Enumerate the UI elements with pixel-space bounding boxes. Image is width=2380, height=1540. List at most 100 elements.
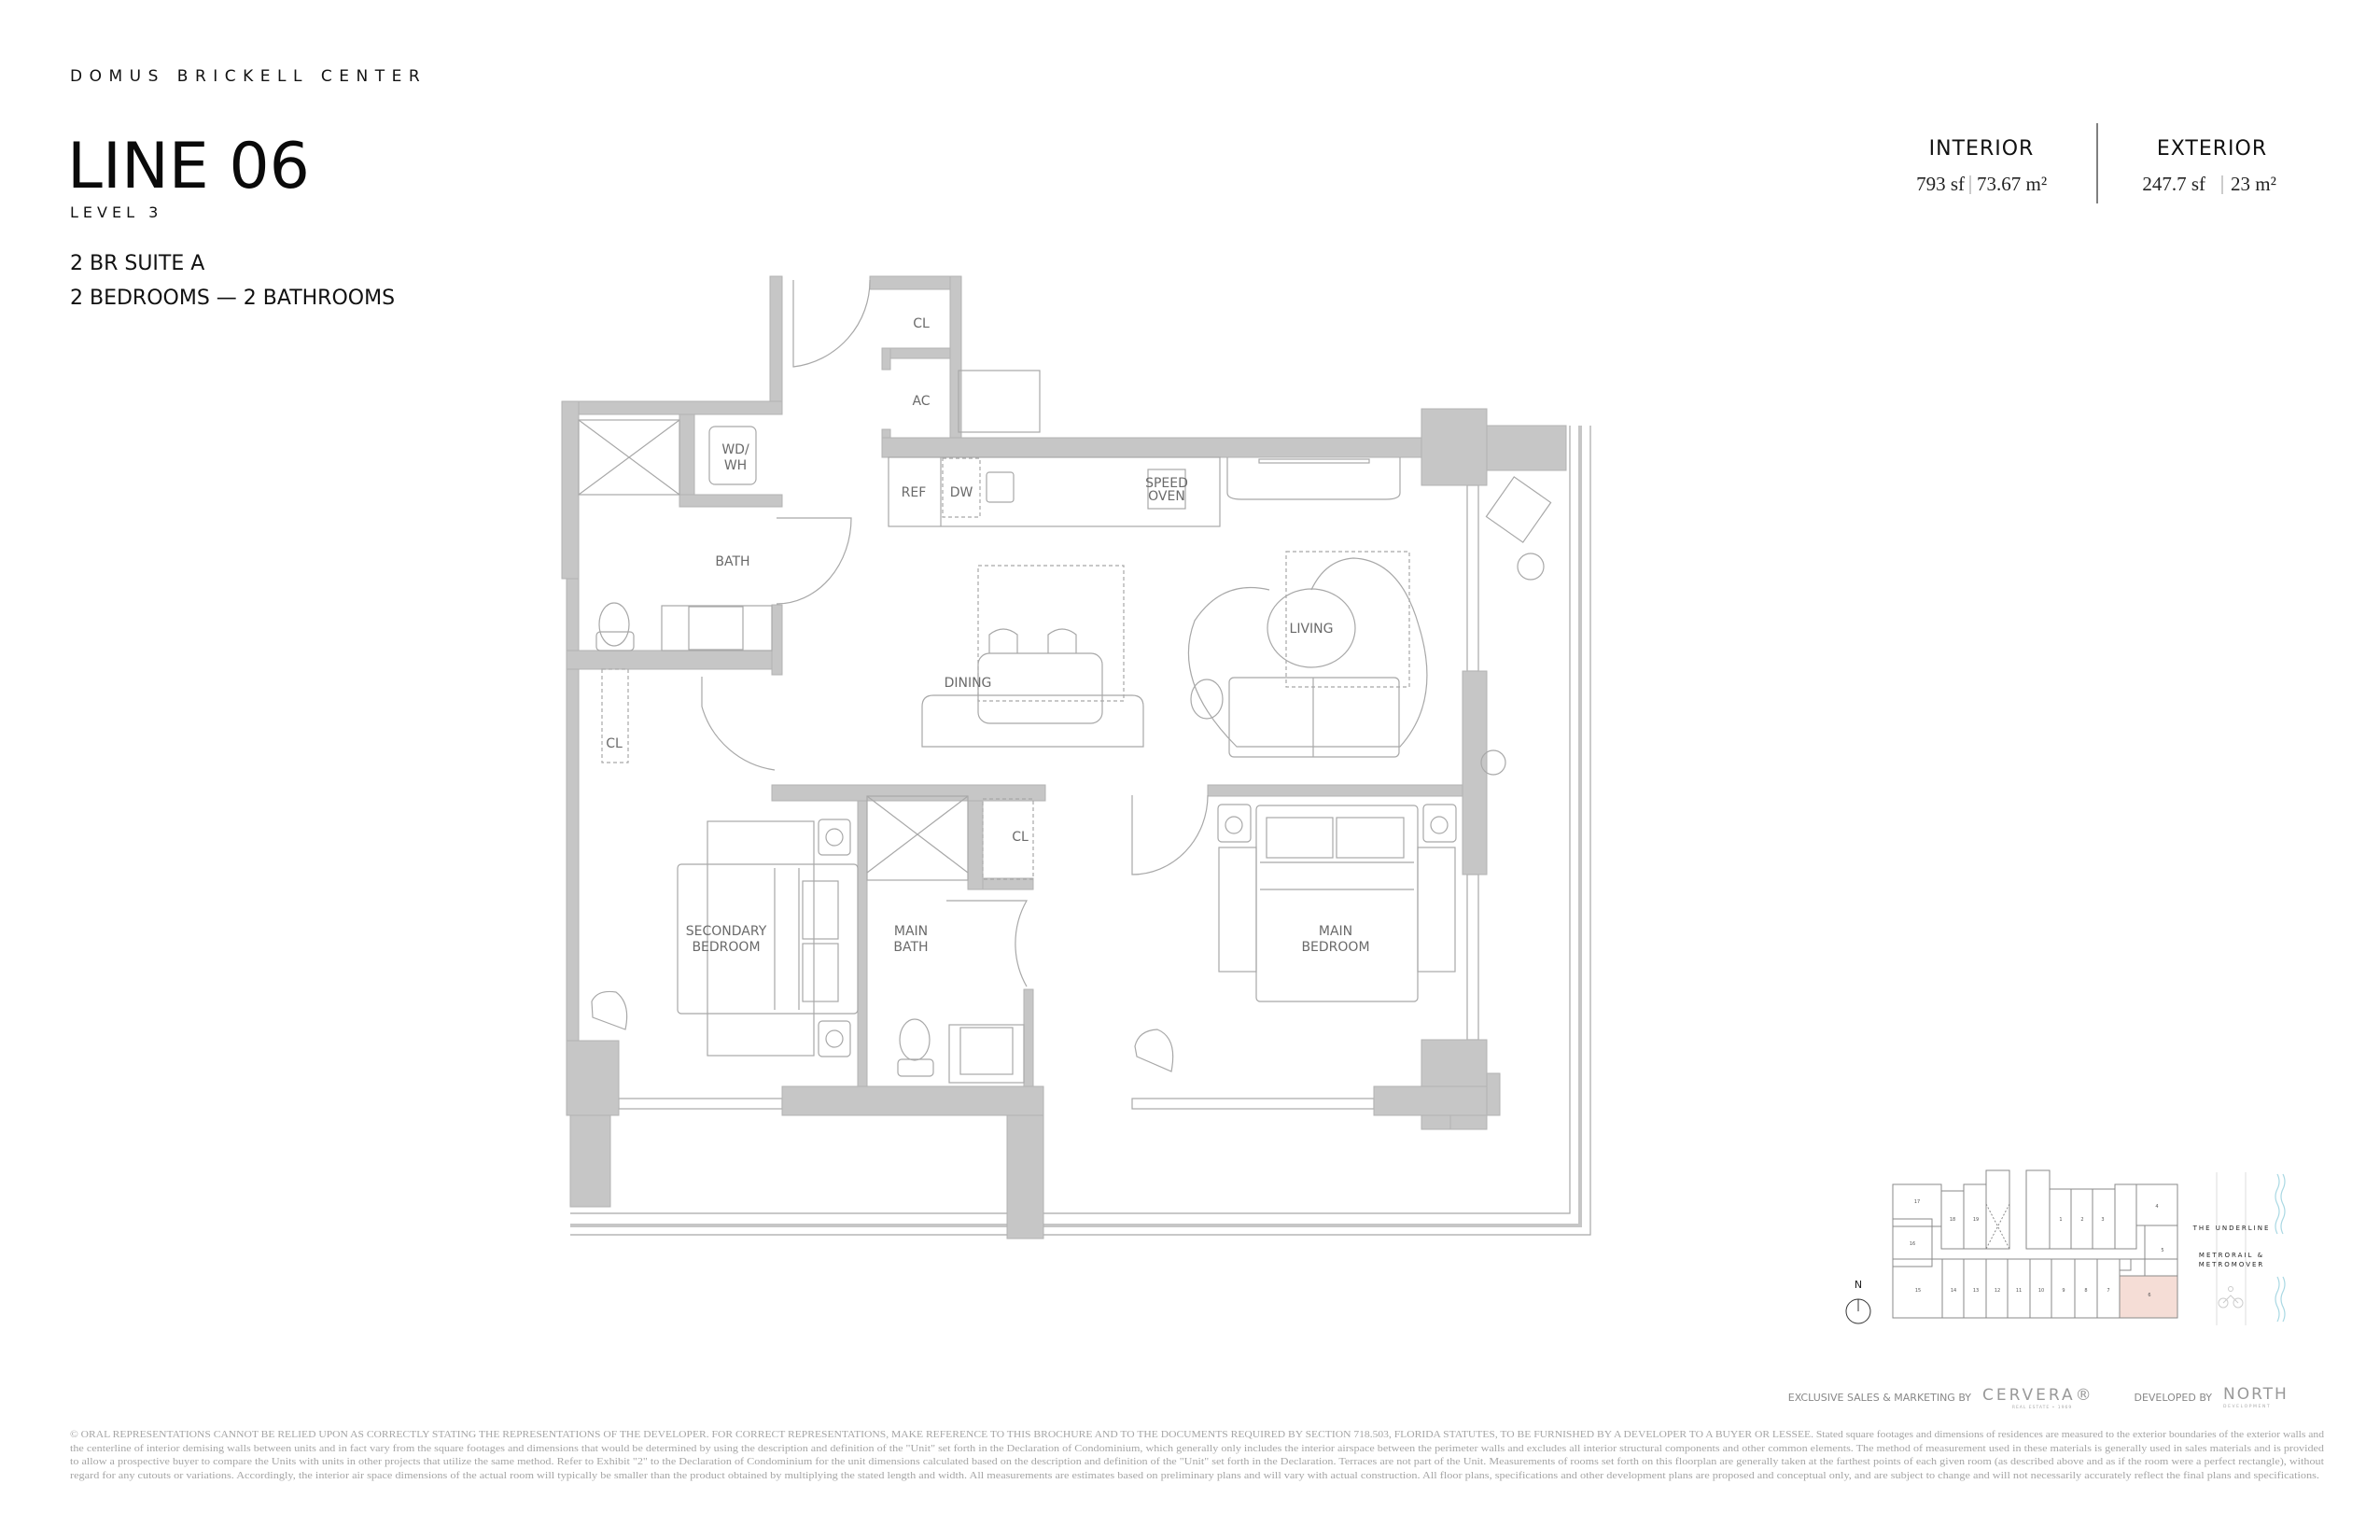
the-underline-label: THE UNDERLINE <box>2192 1225 2271 1232</box>
label-speed: SPEED <box>1145 476 1188 491</box>
exterior-sf: 247.7 sf <box>2142 173 2205 195</box>
side-table <box>1517 553 1545 581</box>
side-table <box>1190 679 1224 720</box>
exterior-label: EXTERIOR <box>2157 137 2267 161</box>
nightstand <box>1217 804 1252 843</box>
legal-disclaimer: © ORAL REPRESENTATIONS CANNOT BE RELIED … <box>70 1430 2325 1481</box>
living-rug <box>1285 551 1410 688</box>
interior-sf: 793 sf <box>1916 173 1965 195</box>
walls <box>561 275 1567 1239</box>
water-waves-icon <box>2275 1173 2286 1323</box>
unit-14: 14 <box>1951 1288 1956 1294</box>
metromover-label: METROMOVER <box>2199 1261 2265 1268</box>
label-ref: REF <box>902 485 927 500</box>
living-area-rug <box>1187 557 1428 748</box>
secondary-bed <box>677 863 859 1015</box>
label-oven: OVEN <box>1148 489 1185 504</box>
kitchen-counter <box>888 456 1221 527</box>
label-bedroom: BEDROOM <box>692 940 760 955</box>
label-dw: DW <box>950 485 973 500</box>
label-bath: BATH <box>715 554 749 569</box>
unit-15: 15 <box>1915 1288 1921 1294</box>
closet <box>601 668 629 763</box>
disclaimer-line: to allow a prospective buyer to compare … <box>70 1457 2324 1467</box>
unit-3: 3 <box>2101 1217 2104 1223</box>
north-arrow-icon <box>1845 1298 1871 1324</box>
doors <box>701 279 1209 987</box>
rug <box>1218 847 1257 973</box>
project-name: DOMUS BRICKELL CENTER <box>70 67 427 86</box>
unit-5: 5 <box>2161 1248 2163 1253</box>
unit-1: 1 <box>2059 1217 2062 1223</box>
label-closet: CL <box>606 736 623 751</box>
suite-name: 2 BR SUITE A <box>70 252 204 275</box>
armchair <box>1485 476 1552 543</box>
label-closet: CL <box>1012 830 1029 845</box>
floor-lamp <box>1480 749 1506 776</box>
disclaimer-line: the centerline of interior demising wall… <box>70 1444 2325 1454</box>
unit-8: 8 <box>2084 1288 2087 1294</box>
unit-11: 11 <box>2016 1288 2022 1294</box>
washer-dryer <box>708 426 757 485</box>
north-logo: NORTH <box>2223 1385 2289 1404</box>
unit-19: 19 <box>1973 1217 1979 1223</box>
label-bedroom: BEDROOM <box>1301 940 1369 955</box>
level-label: LEVEL 3 <box>70 203 162 221</box>
shower <box>578 419 680 496</box>
label-closet: CL <box>913 316 930 331</box>
label-main: MAIN <box>894 924 928 939</box>
unit-10: 10 <box>2038 1288 2044 1294</box>
label-wd: WD/ <box>721 442 749 457</box>
sales-label: EXCLUSIVE SALES & MARKETING BY <box>1788 1392 1972 1404</box>
exterior-m2: 23 m² <box>2231 173 2276 195</box>
label-dining: DINING <box>945 676 992 691</box>
bench <box>921 694 1144 748</box>
key-plan: N 17 16 18 <box>1845 1169 2286 1325</box>
north-logo-sub: DEVELOPMENT <box>2223 1404 2271 1409</box>
nightstand <box>818 819 851 856</box>
sofa <box>1228 677 1400 758</box>
cervera-logo: CERVERA® <box>1982 1386 2094 1405</box>
metrorail-label: METRORAIL & <box>2199 1252 2264 1259</box>
unit-4: 4 <box>2155 1204 2158 1210</box>
label-bath: BATH <box>893 940 928 955</box>
interior-m2: 73.67 m² <box>1977 173 2047 195</box>
unit-9: 9 <box>2062 1288 2065 1294</box>
label-secondary: SECONDARY <box>686 924 767 939</box>
nightstand <box>1422 804 1457 843</box>
accent-chair <box>591 990 628 1030</box>
interior-label: INTERIOR <box>1929 137 2035 161</box>
room-labels: CL AC WD/ WH BATH REF DW SPEED OVEN DINI… <box>606 316 1369 955</box>
cervera-logo-sub: REAL ESTATE • 1969 <box>2012 1405 2072 1410</box>
developer-label: DEVELOPED BY <box>2134 1392 2212 1404</box>
fixtures <box>578 370 1552 1084</box>
ac-unit <box>958 370 1041 433</box>
unit-12: 12 <box>1995 1288 2000 1294</box>
label-ac: AC <box>912 394 930 409</box>
balcony-railing <box>570 426 1591 1236</box>
label-main: MAIN <box>1319 924 1352 939</box>
dining-table <box>977 652 1103 724</box>
bed-bath-count: 2 BEDROOMS — 2 BATHROOMS <box>70 287 395 310</box>
label-living: LIVING <box>1290 622 1334 637</box>
vanity <box>948 1024 1025 1084</box>
speed-oven <box>1147 469 1186 510</box>
sink-icon <box>986 471 1015 503</box>
coffee-table <box>1267 588 1356 668</box>
rug <box>1417 847 1456 973</box>
floor-plan: CL AC WD/ WH BATH REF DW SPEED OVEN DINI… <box>561 275 1591 1239</box>
accent-chair <box>1134 1029 1174 1072</box>
unit-2: 2 <box>2080 1217 2083 1223</box>
disclaimer-line: regard for any cutouts or variations. Ac… <box>70 1471 2319 1481</box>
dishwasher <box>942 457 981 518</box>
toilet <box>899 1018 931 1061</box>
unit-7: 7 <box>2107 1288 2109 1294</box>
toilet <box>598 602 630 647</box>
vanity <box>661 605 773 651</box>
north-label: N <box>1855 1279 1862 1291</box>
unit-18: 18 <box>1950 1217 1955 1223</box>
main-bed <box>1255 805 1419 1002</box>
windows <box>618 484 1479 1110</box>
